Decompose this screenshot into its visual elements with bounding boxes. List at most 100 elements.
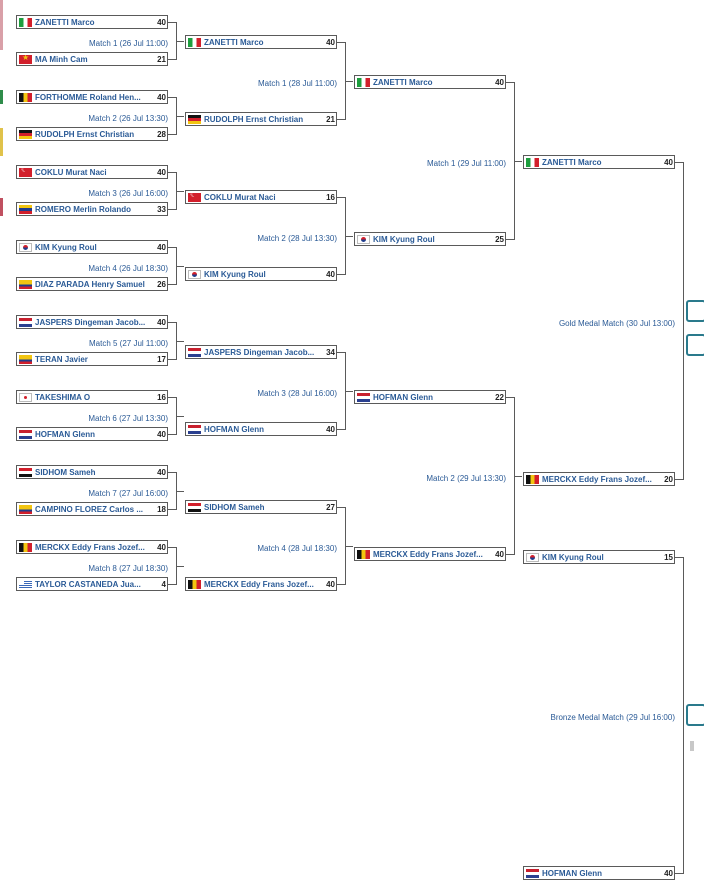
right-edge-icon[interactable]	[686, 334, 704, 356]
player-slot[interactable]: MERCKX Eddy Frans Jozef...40	[354, 547, 506, 561]
right-edge-icon[interactable]	[686, 704, 704, 726]
flag-it-icon	[19, 18, 32, 27]
player-name-link[interactable]: JASPERS Dingeman Jacob...	[204, 348, 315, 357]
player-name-link[interactable]: ZANETTI Marco	[373, 78, 433, 87]
flag-de-icon	[188, 115, 201, 124]
player-name-link[interactable]: COKLU Murat Naci	[204, 193, 276, 202]
flag-be-icon	[188, 580, 201, 589]
player-score: 25	[495, 235, 504, 244]
player-slot[interactable]: CAMPINO FLOREZ Carlos ...18	[16, 502, 168, 516]
flag-nl-icon	[19, 430, 32, 439]
bracket-connector	[337, 429, 345, 430]
player-name-link[interactable]: MERCKX Eddy Frans Jozef...	[35, 543, 145, 552]
player-slot[interactable]: JASPERS Dingeman Jacob...40	[16, 315, 168, 329]
player-slot[interactable]: RUDOLPH Ernst Christian 21	[185, 112, 337, 126]
player-slot[interactable]: TAYLOR CASTANEDA Jua...4	[16, 577, 168, 591]
right-edge-icon[interactable]	[686, 300, 704, 322]
player-slot[interactable]: FORTHOMME Roland Hen...40	[16, 90, 168, 104]
flag-co-icon	[19, 355, 32, 364]
player-slot[interactable]: DIAZ PARADA Henry Samuel 26	[16, 277, 168, 291]
player-slot[interactable]: MERCKX Eddy Frans Jozef...20	[523, 472, 675, 486]
player-name-link[interactable]: COKLU Murat Naci	[35, 168, 107, 177]
player-name-link[interactable]: KIM Kyung Roul	[35, 243, 97, 252]
player-name-link[interactable]: HOFMAN Glenn	[542, 869, 602, 878]
flag-ve-icon	[19, 205, 32, 214]
bracket-connector	[168, 97, 176, 98]
flag-it-icon	[526, 158, 539, 167]
player-score: 34	[326, 348, 335, 357]
flag-nl-icon	[357, 393, 370, 402]
match-label: Match 5 (27 Jul 11:00)	[88, 339, 168, 348]
player-name-link[interactable]: TAKESHIMA O	[35, 393, 91, 402]
player-name-link[interactable]: KIM Kyung Roul	[204, 270, 266, 279]
match-label: Match 6 (27 Jul 13:30)	[88, 414, 168, 423]
flag-be-icon	[526, 475, 539, 484]
player-name-link[interactable]: FORTHOMME Roland Hen...	[35, 93, 141, 102]
player-name-link[interactable]: TAYLOR CASTANEDA Jua...	[35, 580, 141, 589]
player-score: 21	[326, 115, 335, 124]
player-name-link[interactable]: RUDOLPH Ernst Christian	[204, 115, 304, 124]
player-name-link[interactable]: HOFMAN Glenn	[204, 425, 264, 434]
bracket-connector	[683, 557, 684, 874]
flag-kr-icon	[19, 243, 32, 252]
bracket-connector	[675, 162, 683, 163]
player-name-link[interactable]: DIAZ PARADA Henry Samuel	[35, 280, 145, 289]
bracket-connector	[506, 554, 514, 555]
left-edge-decoration	[0, 90, 3, 104]
player-name-link[interactable]: MA Minh Cam	[35, 55, 88, 64]
player-slot[interactable]: ROMERO Merlin Rolando 33	[16, 202, 168, 216]
player-name-link[interactable]: JASPERS Dingeman Jacob...	[35, 318, 146, 327]
player-name-link[interactable]: TERAN Javier	[35, 355, 88, 364]
flag-nl-icon	[188, 425, 201, 434]
bracket-connector	[345, 81, 353, 82]
player-score: 26	[157, 280, 166, 289]
player-slot[interactable]: MERCKX Eddy Frans Jozef...40	[185, 577, 337, 591]
player-name-link[interactable]: KIM Kyung Roul	[373, 235, 435, 244]
player-name-link[interactable]: SIDHOM Sameh	[204, 503, 265, 512]
match-label: Match 8 (27 Jul 18:30)	[88, 564, 168, 573]
player-name-link[interactable]: MERCKX Eddy Frans Jozef...	[373, 550, 483, 559]
player-name-link[interactable]: MERCKX Eddy Frans Jozef...	[204, 580, 314, 589]
player-name-link[interactable]: SIDHOM Sameh	[35, 468, 96, 477]
player-name-link[interactable]: MERCKX Eddy Frans Jozef...	[542, 475, 652, 484]
bracket-connector	[675, 873, 683, 874]
player-slot[interactable]: KIM Kyung Roul 25	[354, 232, 506, 246]
bracket-connector	[168, 547, 176, 548]
flag-be-icon	[357, 550, 370, 559]
player-slot[interactable]: MERCKX Eddy Frans Jozef...40	[16, 540, 168, 554]
flag-it-icon	[357, 78, 370, 87]
player-slot[interactable]: JASPERS Dingeman Jacob... 34	[185, 345, 337, 359]
match-label: Bronze Medal Match (29 Jul 16:00)	[550, 713, 675, 722]
player-name-link[interactable]: ZANETTI Marco	[35, 18, 95, 27]
player-name-link[interactable]: HOFMAN Glenn	[35, 430, 95, 439]
player-name-link[interactable]: ZANETTI Marco	[542, 158, 602, 167]
player-name-link[interactable]: RUDOLPH Ernst Christian	[35, 130, 135, 139]
player-name-link[interactable]: CAMPINO FLOREZ Carlos ...	[35, 505, 144, 514]
player-score: 33	[157, 205, 166, 214]
player-name-link[interactable]: ROMERO Merlin Rolando	[35, 205, 131, 214]
player-name-link[interactable]: KIM Kyung Roul	[542, 553, 604, 562]
player-name-link[interactable]: ZANETTI Marco	[204, 38, 264, 47]
bracket-connector	[168, 359, 176, 360]
bracket-connector	[337, 507, 345, 508]
player-name-link[interactable]: HOFMAN Glenn	[373, 393, 433, 402]
